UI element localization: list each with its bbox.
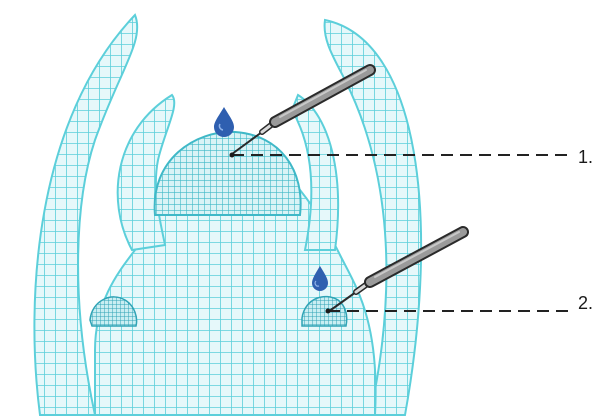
label-2: 2. xyxy=(578,293,593,314)
label-1: 1. xyxy=(578,147,593,168)
droplet-icon xyxy=(214,107,234,137)
target-point-2 xyxy=(326,309,331,314)
apical-meristem-dome xyxy=(155,132,301,215)
target-point-1 xyxy=(230,153,235,158)
